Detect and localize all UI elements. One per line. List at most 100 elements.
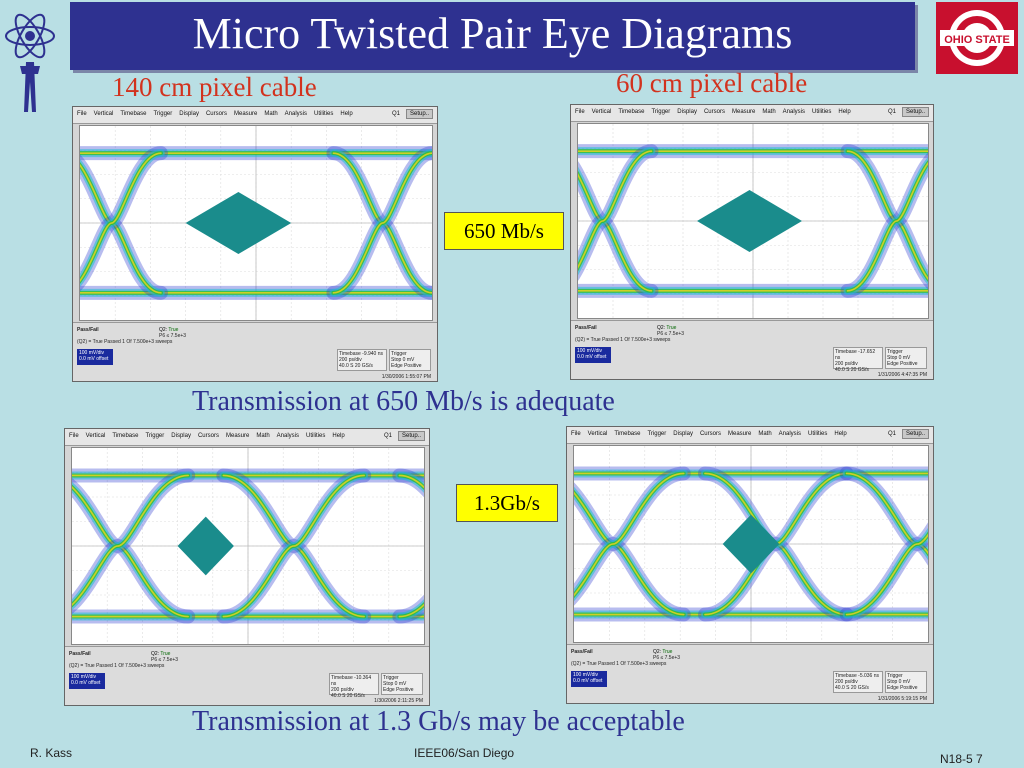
trigger-line: Trigger — [887, 673, 903, 679]
scope-menubar: File Vertical Timebase Trigger Display Cursor… — [65, 429, 429, 446]
scope-menu-item[interactable]: Math — [758, 431, 772, 437]
scope-menu-item[interactable]: Timebase — [112, 433, 139, 439]
scope-menu-item[interactable]: Analysis — [284, 111, 308, 117]
channel-offset: 0.0 mV offset — [79, 356, 109, 362]
scope-menu-item[interactable]: Analysis — [782, 109, 806, 115]
pass-count: (Q2) = True Passed 1 Of 7.500e+3 sweeps — [77, 339, 173, 345]
q2-expression: P6 ≤ 7.5e+3 — [159, 333, 187, 339]
eye-mask-diamond — [177, 516, 234, 576]
trigger-line: Edge Positive — [391, 363, 422, 369]
scope-menu-item[interactable]: Display — [673, 431, 693, 437]
scope-menu-item[interactable]: Math — [256, 433, 270, 439]
timebase-line: 200 ps/div — [835, 361, 858, 367]
scope-menu-item[interactable]: File — [571, 431, 581, 437]
scope-menu-item[interactable]: Trigger — [145, 433, 165, 439]
scope-menu-item[interactable]: Display — [171, 433, 191, 439]
setup-button[interactable]: Setup.. — [901, 429, 929, 439]
q2-condition: Q2: True — [653, 649, 673, 655]
scope-menu-item[interactable]: Measure — [731, 109, 756, 115]
scope-menu-item[interactable]: Utilities — [306, 433, 326, 439]
scope-menu-item[interactable]: Measure — [727, 431, 752, 437]
scope-menu-item[interactable]: Timebase — [618, 109, 645, 115]
scope-menu-item[interactable]: Vertical — [85, 433, 106, 439]
atom-logo-icon — [2, 2, 58, 118]
scope-menu-item[interactable]: Math — [762, 109, 776, 115]
pass-count: (Q2) = True Passed 1 Of 7.500e+3 sweeps — [69, 663, 165, 669]
q2-expression: P6 ≤ 7.5e+3 — [151, 657, 179, 663]
scope-menu-item[interactable]: Measure — [233, 111, 258, 117]
channel-scale: 100 mV/div — [573, 672, 599, 678]
scope-menu-item[interactable]: Help — [340, 111, 353, 117]
q2-condition: Q2: True — [151, 651, 171, 657]
scope-menu-item[interactable]: File — [69, 433, 79, 439]
scope-menu-item[interactable]: Utilities — [812, 109, 832, 115]
caption-650: Transmission at 650 Mb/s is adequate — [192, 386, 615, 417]
scope-menu-item[interactable]: Display — [677, 109, 697, 115]
timebase-line: Timebase -5.036 ns — [835, 673, 880, 679]
logo-text: OHIO STATE — [944, 34, 1010, 46]
scope-menu-item[interactable]: File — [77, 111, 87, 117]
scope-menu-item[interactable]: Timebase — [614, 431, 641, 437]
scope-menu-item[interactable]: Display — [179, 111, 199, 117]
scope-menu-item[interactable]: Timebase — [120, 111, 147, 117]
timebase-line: 200 ps/div — [339, 357, 362, 363]
scope-menubar: File Vertical Timebase Trigger Display Cursor… — [567, 427, 933, 444]
q2-condition: Q2: True — [159, 327, 179, 333]
timebase-line: Timebase -9.940 ns — [339, 351, 384, 357]
scope-menu-item[interactable]: Cursors — [703, 109, 725, 115]
label-140cm: 140 cm pixel cable — [112, 72, 317, 102]
scope-menu-item[interactable]: Help — [834, 431, 847, 437]
scope-menu-item[interactable]: Measure — [225, 433, 250, 439]
scope-menu-item[interactable]: Analysis — [276, 433, 300, 439]
scope-menu-item[interactable]: Utilities — [314, 111, 334, 117]
scope-menu-item[interactable]: Help — [332, 433, 345, 439]
trigger-line: Stop 0 mV — [383, 681, 407, 687]
scope-menu-item[interactable]: Trigger — [651, 109, 671, 115]
scope-menu-item[interactable]: Cursors — [205, 111, 227, 117]
trigger-line: Trigger — [391, 351, 407, 357]
scope-menu-item[interactable]: Cursors — [197, 433, 219, 439]
scope-menu-item[interactable]: Utilities — [808, 431, 828, 437]
scope-menu-item[interactable]: Vertical — [591, 109, 612, 115]
scope-screen — [573, 445, 929, 643]
eye-diagram-plot — [72, 448, 424, 644]
ohio-state-logo-icon: OHIO STATE — [936, 2, 1018, 74]
scope-menu-item[interactable]: Trigger — [647, 431, 667, 437]
scope-menu-item[interactable]: Help — [838, 109, 851, 115]
scope-menu-item[interactable]: File — [575, 109, 585, 115]
setup-button[interactable]: Setup.. — [397, 431, 425, 441]
q2-value: True — [168, 327, 179, 333]
trigger-line: Stop 0 mV — [887, 355, 911, 361]
eye-diagram-plot — [578, 124, 928, 318]
scope-menu-item[interactable]: Math — [264, 111, 278, 117]
q2-value: True — [662, 649, 673, 655]
setup-button[interactable]: Setup.. — [901, 107, 929, 117]
label-60cm: 60 cm pixel cable — [616, 68, 808, 98]
pass-fail-label: Pass/Fail — [571, 649, 593, 655]
footer-conference: IEEE06/San Diego — [414, 746, 515, 760]
scope-menu-item[interactable]: Vertical — [93, 111, 114, 117]
scope-menu-item[interactable]: Analysis — [778, 431, 802, 437]
rate-box-650: 650 Mb/s — [444, 212, 564, 250]
scope-menu-item[interactable]: Trigger — [153, 111, 173, 117]
eye-mask-diamond — [697, 189, 802, 253]
scope-timestamp: 1/30/2006 1:55:07 PM — [381, 374, 431, 380]
scope-menu-item[interactable]: Vertical — [587, 431, 608, 437]
channel-offset: 0.0 mV offset — [577, 354, 607, 360]
setup-button[interactable]: Setup.. — [405, 109, 433, 119]
timebase-line: 40.0 S 20 GS/s — [835, 367, 869, 373]
caption-13: Transmission at 1.3 Gb/s may be acceptab… — [192, 706, 685, 737]
scope-menu-item[interactable]: Cursors — [699, 431, 721, 437]
trigger-line: Trigger — [887, 349, 903, 355]
